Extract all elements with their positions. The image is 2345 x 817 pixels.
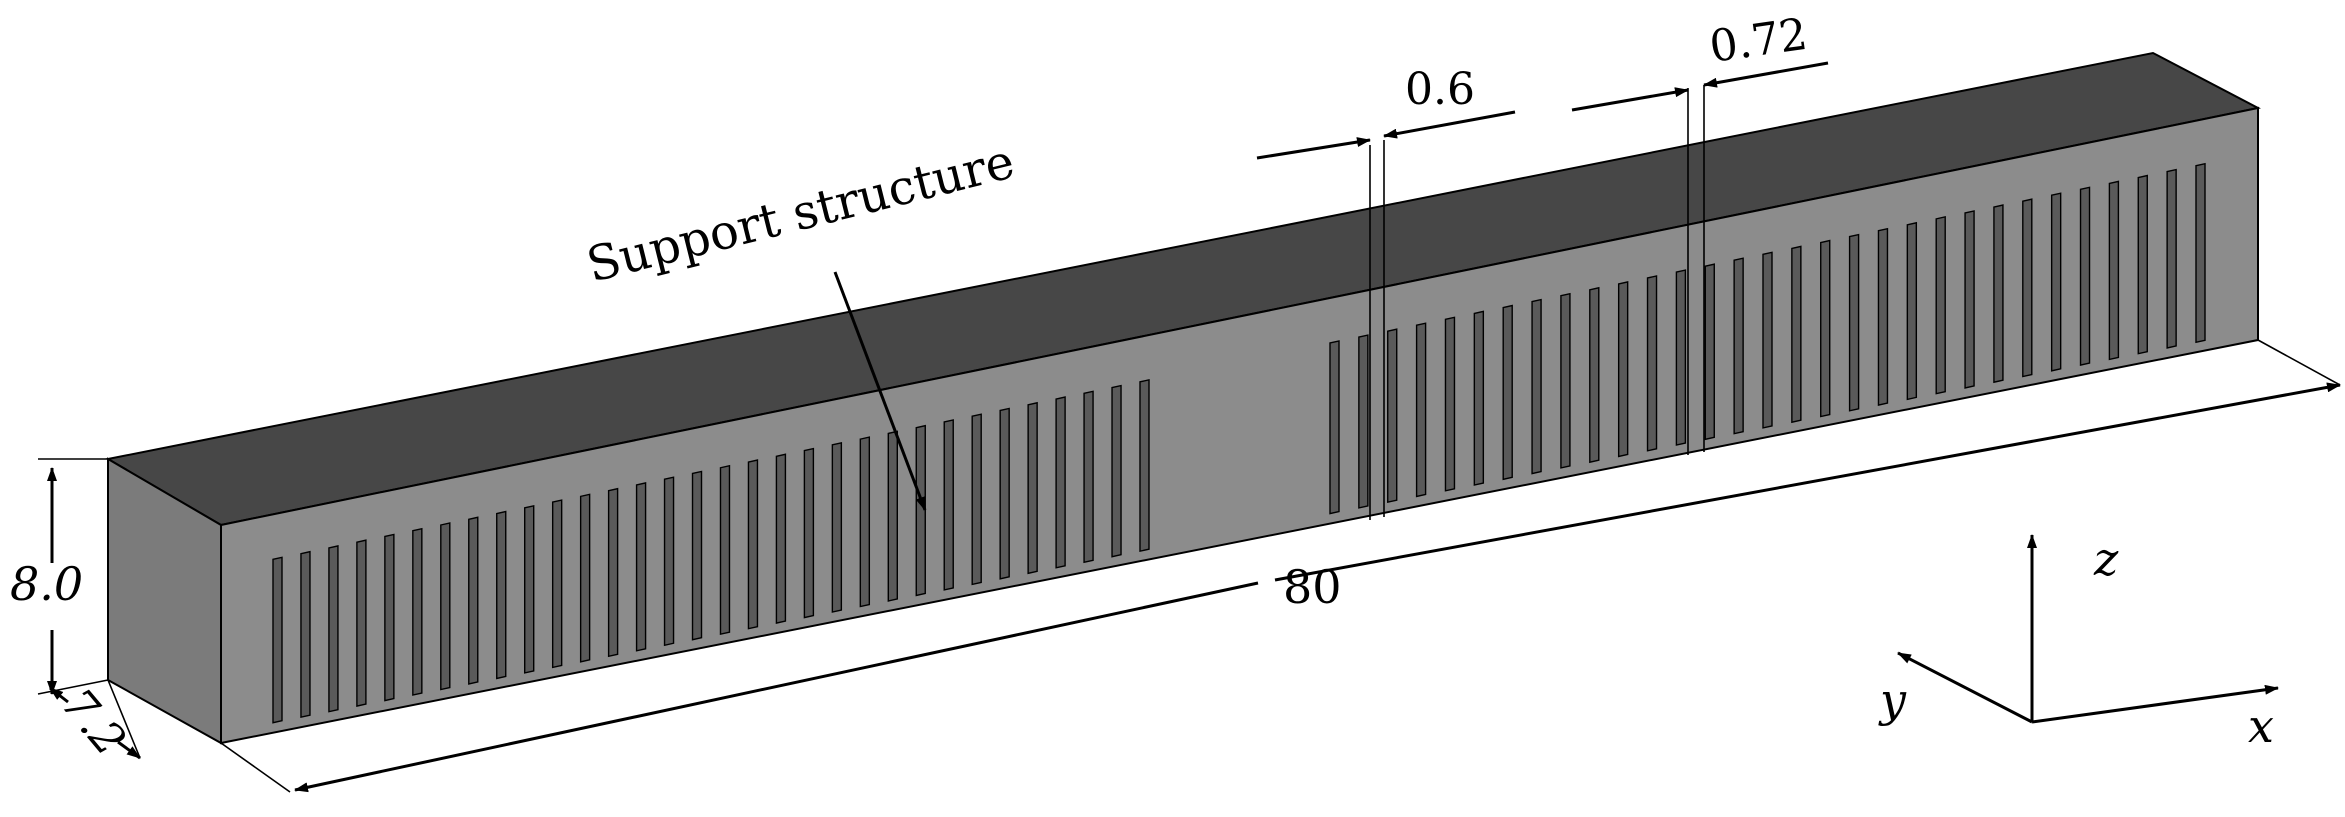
- support-slots: [272, 162, 2206, 724]
- left-slot: [635, 482, 647, 652]
- right-slot: [1358, 334, 1369, 509]
- right-slot: [1935, 216, 1946, 395]
- left-slot: [1027, 401, 1038, 575]
- witness-lines: [1369, 85, 1705, 520]
- pitch-label: 0.72: [1706, 9, 1810, 73]
- right-slot: [1502, 304, 1513, 481]
- extension-lines: [37, 339, 2341, 793]
- left-slot: [607, 487, 619, 658]
- left-slot: [775, 453, 787, 624]
- right-slot: [1646, 275, 1658, 452]
- right-slot: [1617, 281, 1629, 458]
- left-slot: [859, 436, 871, 608]
- left-slot: [663, 476, 675, 647]
- left-slot: [887, 430, 898, 602]
- left-slot: [300, 550, 311, 719]
- left-slot: [1055, 396, 1066, 569]
- length-label: 80: [1283, 560, 1342, 614]
- left-slot: [719, 464, 731, 636]
- right-slot: [1560, 292, 1571, 469]
- right-slot: [1964, 210, 1975, 389]
- left-slot: [551, 499, 563, 669]
- left-slot: [747, 459, 759, 630]
- right-slot: [1329, 340, 1340, 515]
- right-slot: [1387, 328, 1398, 504]
- support-structure-label: Support structure: [581, 133, 1019, 293]
- right-slot: [1820, 239, 1831, 418]
- right-slot: [2166, 168, 2177, 349]
- right-slot: [2050, 192, 2062, 372]
- right-slot: [2022, 198, 2033, 378]
- right-slot: [1906, 221, 1918, 401]
- right-slot: [1993, 204, 2004, 384]
- left-slot: [1083, 390, 1094, 564]
- right-slot: [1473, 310, 1485, 486]
- left-slot: [356, 539, 367, 707]
- left-slot: [328, 545, 339, 713]
- right-slot: [1791, 245, 1802, 424]
- left-slot: [915, 424, 926, 597]
- left-slot: [1111, 384, 1122, 558]
- left-slot: [468, 516, 479, 685]
- left-slot: [999, 407, 1010, 580]
- right-slot: [2079, 186, 2091, 366]
- left-slot: [579, 493, 591, 663]
- right-slot: [1877, 227, 1889, 406]
- right-slot: [1444, 316, 1456, 492]
- right-slot: [1415, 322, 1427, 498]
- right-slot: [2137, 174, 2148, 355]
- left-slot: [440, 522, 451, 691]
- axes-triad: [1897, 534, 2279, 724]
- right-slot: [2108, 180, 2120, 361]
- axis-x-label: x: [2248, 699, 2274, 753]
- left-slot: [384, 533, 395, 702]
- right-slot: [1762, 251, 1773, 429]
- left-slot: [412, 527, 423, 696]
- axis-y-label: y: [1878, 673, 1907, 727]
- left-slot: [803, 447, 815, 619]
- left-slot: [831, 441, 843, 613]
- gap-label: 0.6: [1405, 64, 1475, 115]
- left-slot: [524, 504, 535, 674]
- left-slot: [971, 413, 982, 586]
- right-slot: [1733, 257, 1744, 435]
- right-slot: [2195, 162, 2206, 344]
- left-slot: [943, 419, 954, 591]
- right-slot: [1531, 298, 1542, 475]
- right-slot: [1848, 233, 1860, 412]
- left-slot: [272, 556, 283, 724]
- axis-z-label: z: [2093, 532, 2119, 586]
- left-slot: [691, 470, 703, 641]
- right-slot: [1704, 263, 1715, 441]
- right-slot: [1675, 269, 1687, 446]
- height-label: 8.0: [10, 557, 83, 611]
- width-label: 7.2: [52, 679, 136, 765]
- left-slot: [496, 510, 507, 680]
- right-slot: [1589, 286, 1600, 464]
- left-slot: [1139, 378, 1150, 553]
